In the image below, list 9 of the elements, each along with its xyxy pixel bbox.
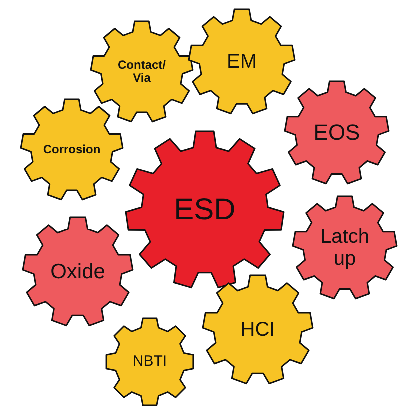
gear-label: HCI — [240, 319, 276, 341]
gear-label: Latch up — [320, 226, 370, 270]
gear-label: NBTI — [132, 354, 168, 370]
gear-label: Contact/ Via — [117, 58, 167, 86]
gear-label: Corrosion — [42, 143, 102, 157]
gear-label: EOS — [312, 120, 362, 146]
gear-label: ESD — [173, 194, 237, 226]
gear-label: EM — [226, 51, 258, 73]
gear-label: Oxide — [50, 260, 106, 284]
